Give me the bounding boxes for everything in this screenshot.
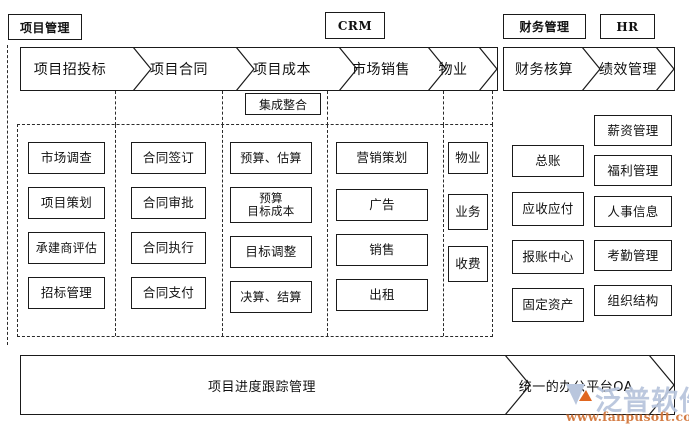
module-box-contract-signing[interactable]: 合同签订: [131, 142, 206, 174]
module-box-property-fees[interactable]: 收费: [448, 246, 488, 282]
module-box-benefits-management[interactable]: 福利管理: [594, 155, 672, 186]
process-step-sales[interactable]: 市场销售: [352, 62, 410, 78]
column-divider-sales-property-upper: [443, 91, 444, 125]
scope-boundary-right-upper: [492, 91, 493, 125]
module-box-salary-management[interactable]: 薪资管理: [594, 115, 672, 146]
module-tab-finance[interactable]: 财务管理: [503, 14, 586, 39]
module-box-target-adjustment[interactable]: 目标调整: [230, 236, 312, 268]
module-box-general-ledger[interactable]: 总账: [512, 145, 584, 177]
process-step-contract[interactable]: 项目合同: [150, 62, 208, 78]
module-tab-crm[interactable]: CRM: [325, 12, 385, 39]
module-box-final-settlement[interactable]: 决算、结算: [230, 281, 312, 313]
process-step-property[interactable]: 物业: [438, 62, 468, 78]
module-box-contract-approval[interactable]: 合同审批: [131, 187, 206, 219]
module-box-project-planning[interactable]: 项目策划: [28, 187, 105, 219]
module-box-expense-center[interactable]: 报账中心: [512, 240, 584, 274]
bottom-platform-bar: [20, 355, 675, 415]
module-tab-project-management[interactable]: 项目管理: [8, 14, 82, 40]
module-box-personnel-information[interactable]: 人事信息: [594, 196, 672, 227]
module-box-property-business[interactable]: 业务: [448, 194, 488, 230]
column-divider-sales-property: [443, 125, 444, 336]
module-box-bid-management[interactable]: 招标管理: [28, 277, 105, 309]
module-box-budget-target-cost-line1: 预算: [259, 191, 283, 206]
module-box-leasing[interactable]: 出租: [336, 279, 428, 311]
module-box-property[interactable]: 物业: [448, 142, 488, 174]
module-box-organization-structure[interactable]: 组织结构: [594, 285, 672, 316]
module-box-contract-payment[interactable]: 合同支付: [131, 277, 206, 309]
bottom-bar-progress-tracking[interactable]: 项目进度跟踪管理: [207, 379, 316, 395]
process-flow-strip-left: [20, 47, 498, 91]
module-box-attendance-management[interactable]: 考勤管理: [594, 240, 672, 271]
module-box-market-research[interactable]: 市场调查: [28, 142, 105, 174]
process-step-performance[interactable]: 绩效管理: [599, 62, 657, 78]
functional-modules-group: [17, 124, 493, 337]
module-box-sales[interactable]: 销售: [336, 234, 428, 266]
module-tab-hr[interactable]: HR: [600, 14, 655, 39]
module-box-fixed-assets[interactable]: 固定资产: [512, 288, 584, 322]
process-step-cost[interactable]: 项目成本: [253, 62, 311, 78]
column-divider-cost-sales-upper: [327, 91, 328, 125]
column-divider-bidding-contract: [115, 125, 116, 336]
column-divider-contract-cost-upper: [222, 91, 223, 125]
module-box-budget-estimate[interactable]: 预算、估算: [230, 142, 312, 174]
process-step-bidding[interactable]: 项目招投标: [33, 62, 107, 78]
column-divider-bidding-contract-upper: [115, 91, 116, 125]
module-box-budget-target-cost-line2: 目标成本: [247, 204, 295, 218]
module-box-marketing-planning[interactable]: 营销策划: [336, 142, 428, 174]
module-box-advertising[interactable]: 广告: [336, 189, 428, 221]
scope-boundary-left: [7, 45, 8, 345]
bottom-bar-oa-platform[interactable]: 统一的办公平台OA: [518, 379, 634, 395]
module-box-receivable-payable[interactable]: 应收应付: [512, 192, 584, 226]
column-divider-contract-cost: [222, 125, 223, 336]
column-divider-cost-sales: [327, 125, 328, 336]
module-box-contract-execution[interactable]: 合同执行: [131, 232, 206, 264]
module-box-contractor-evaluation[interactable]: 承建商评估: [28, 232, 105, 264]
process-step-accounting[interactable]: 财务核算: [515, 62, 573, 78]
module-box-budget-target-cost[interactable]: 预算 目标成本: [230, 187, 312, 223]
integration-tag[interactable]: 集成整合: [245, 93, 321, 115]
